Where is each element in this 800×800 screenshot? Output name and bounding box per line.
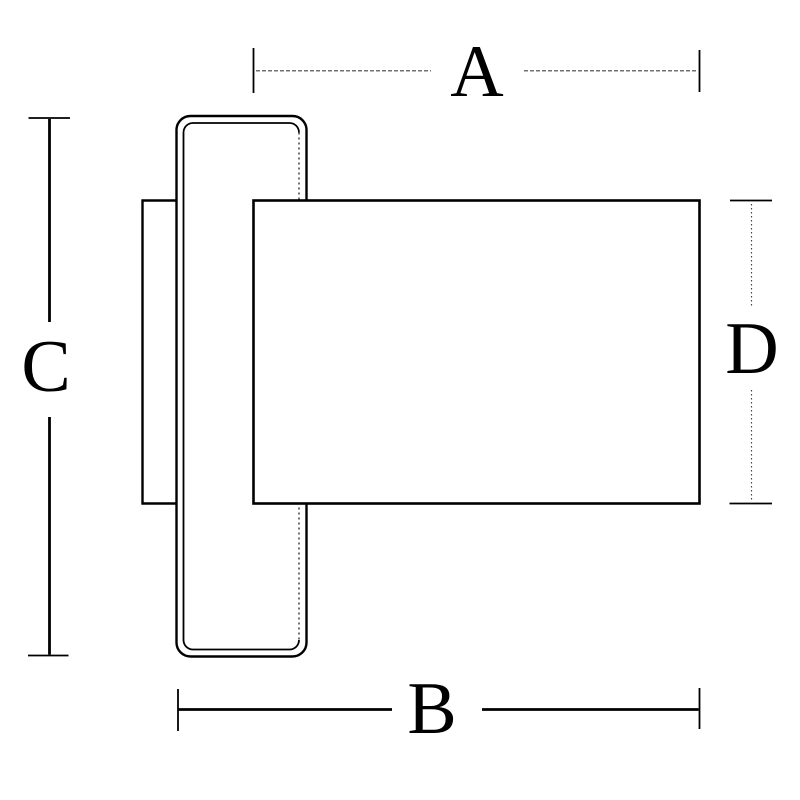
dim-b-group <box>177 688 701 731</box>
dim-b-label: B <box>407 668 457 750</box>
dim-d-label: D <box>725 308 779 390</box>
body-outline <box>252 199 701 505</box>
dim-a-label: A <box>450 31 504 113</box>
dim-a-group <box>252 48 701 93</box>
dim-c-group <box>28 117 70 657</box>
back-plate-outline <box>141 199 176 505</box>
part-outline-group <box>141 114 701 658</box>
flange-inner-outline <box>182 122 300 651</box>
dim-d-group <box>729 199 772 505</box>
dim-c-label: C <box>21 326 71 408</box>
